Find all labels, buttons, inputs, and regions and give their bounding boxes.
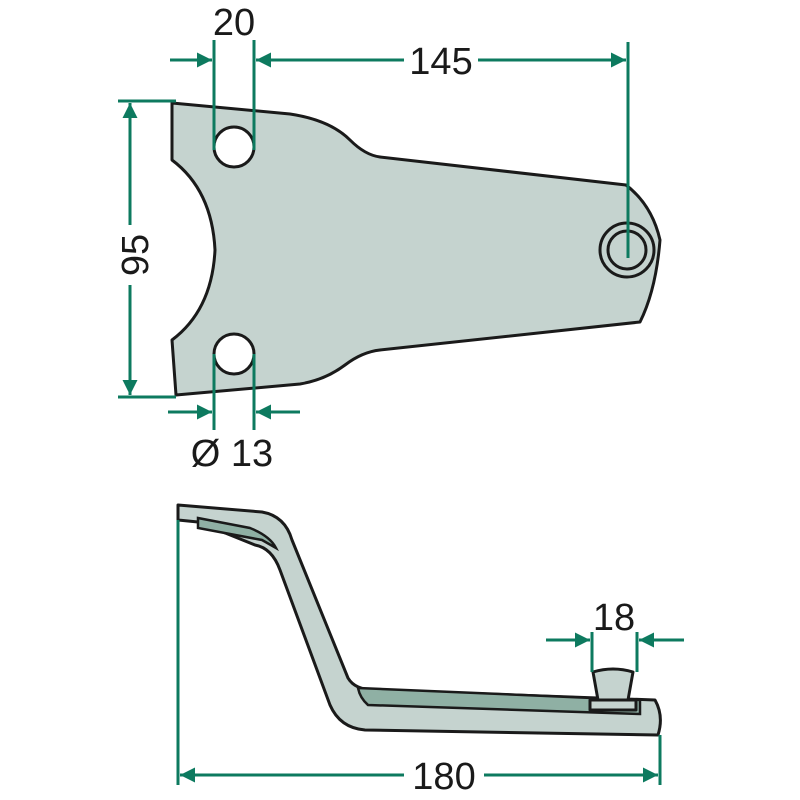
- dimension-lines-top: [118, 40, 630, 430]
- bolt-head: [591, 667, 635, 702]
- dim-width-label: 95: [115, 234, 157, 276]
- dim-overall-label: 180: [412, 756, 475, 798]
- profile-inner-flat: [356, 686, 642, 716]
- bolt-washer: [588, 698, 638, 712]
- dim-hole-diameter-label: Ø 13: [191, 433, 273, 475]
- mount-hole-lower: [212, 332, 256, 376]
- blade-profile-side: [176, 503, 662, 737]
- blade-plate-top: [170, 101, 662, 397]
- profile-inner-bevel: [196, 516, 279, 552]
- dim-bolt-label: 18: [593, 597, 635, 639]
- top-view: 20 145 95 Ø 13: [115, 2, 662, 475]
- dim-hole-spacing-label: 20: [213, 2, 255, 44]
- mount-hole-upper: [212, 125, 256, 169]
- side-view: 18 180: [176, 503, 684, 798]
- dim-length-label: 145: [409, 41, 472, 83]
- dimension-lines-side: [176, 520, 684, 785]
